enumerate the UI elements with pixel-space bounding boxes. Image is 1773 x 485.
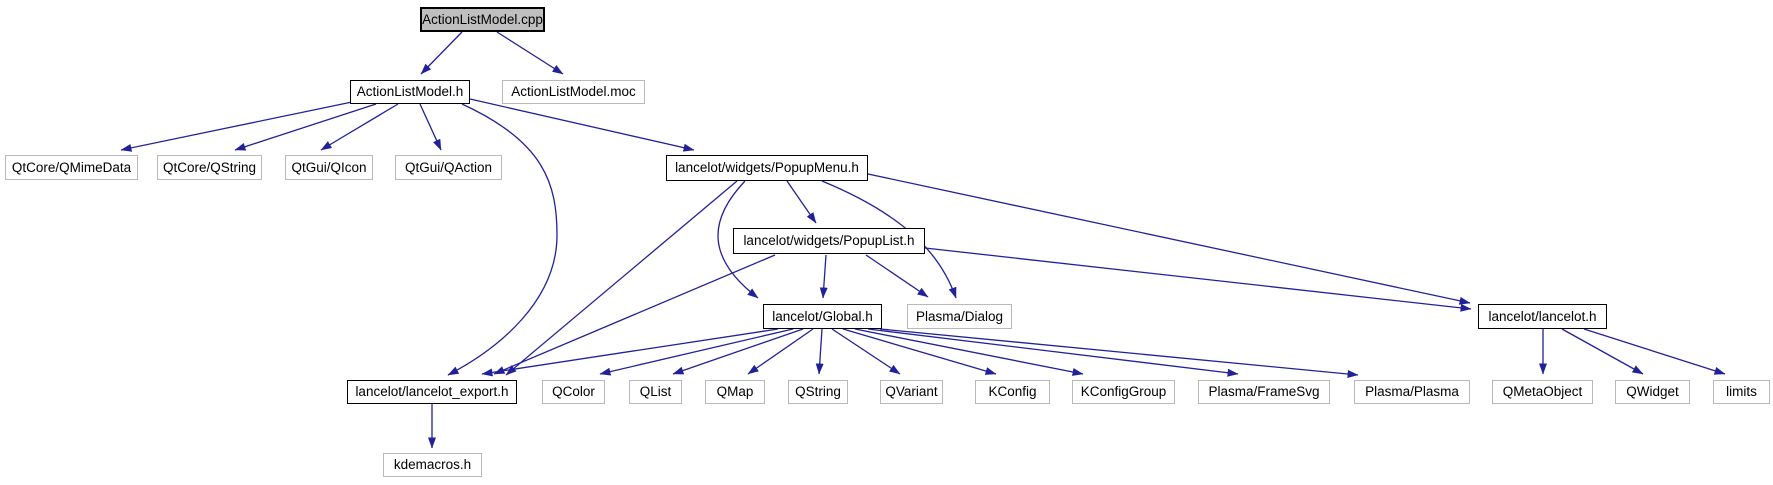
node-export[interactable]: lancelot/lancelot_export.h: [347, 380, 517, 404]
edge-lanceloth-to-limits: [1583, 328, 1726, 375]
node-qicon: QtGui/QIcon: [285, 155, 373, 180]
node-qstringcore: QtCore/QString: [157, 155, 262, 180]
node-framesvg: Plasma/FrameSvg: [1198, 380, 1330, 404]
edge-global-to-kconfiggroup: [854, 328, 1084, 376]
node-global[interactable]: lancelot/Global.h: [763, 304, 882, 329]
edge-cpp-to-h: [420, 31, 463, 75]
node-kdemacros: kdemacros.h: [383, 453, 482, 477]
node-popupmenu[interactable]: lancelot/widgets/PopupMenu.h: [666, 155, 868, 181]
edge-popuplist-to-export: [493, 254, 776, 375]
edge-global-to-framesvg: [867, 328, 1239, 377]
node-qwidget: QWidget: [1615, 380, 1690, 404]
node-plasmaplasma: Plasma/Plasma: [1354, 380, 1470, 404]
node-qmetaobject: QMetaObject: [1492, 380, 1593, 404]
edge-lanceloth-to-qwidget: [1561, 328, 1644, 375]
edge-cpp-to-moc: [496, 31, 564, 75]
node-qstring: QString: [788, 380, 848, 404]
edge-global-to-qlist: [672, 328, 804, 375]
edge-h-to-qicon: [320, 103, 399, 151]
node-qmimedata: QtCore/QMimeData: [5, 155, 138, 180]
edge-global-to-kconfig: [842, 328, 997, 375]
edge-global-to-qvariant: [831, 328, 901, 375]
edge-h-to-qaction: [419, 103, 442, 151]
edge-popupmenu-to-global: [717, 180, 759, 299]
node-qmap: QMap: [705, 380, 765, 404]
edge-popupmenu-to-export: [505, 180, 738, 376]
node-qaction: QtGui/QAction: [395, 155, 502, 180]
node-limits: limits: [1713, 380, 1770, 404]
edge-h-to-qmimedata: [120, 101, 353, 152]
edge-global-to-qmap: [747, 328, 814, 375]
node-kconfig: KConfig: [975, 380, 1050, 404]
node-dialog: Plasma/Dialog: [907, 304, 1012, 329]
node-cpp: ActionListModel.cpp: [420, 7, 545, 32]
node-h[interactable]: ActionListModel.h: [350, 80, 470, 104]
edge-h-to-export: [447, 103, 558, 376]
edge-global-to-qcolor: [599, 328, 794, 376]
node-popuplist[interactable]: lancelot/widgets/PopupList.h: [733, 228, 925, 254]
node-qcolor: QColor: [542, 380, 605, 404]
node-moc: ActionListModel.moc: [502, 80, 645, 104]
edge-h-to-popupmenu: [469, 98, 695, 152]
edge-global-to-plasmaplasma: [879, 328, 1359, 378]
node-qlist: QList: [629, 380, 682, 404]
edge-global-to-qstring: [815, 328, 824, 375]
edge-h-to-qstringcore: [234, 103, 377, 151]
edge-popupmenu-to-popuplist: [786, 180, 817, 224]
edge-popuplist-to-dialog: [865, 254, 929, 298]
edge-global-to-export: [481, 328, 779, 377]
node-kconfiggroup: KConfigGroup: [1072, 380, 1175, 404]
edge-popuplist-to-global: [819, 254, 828, 299]
edge-popuplist-to-lanceloth: [924, 247, 1472, 312]
edge-popupmenu-to-lanceloth: [867, 173, 1471, 305]
node-lanceloth[interactable]: lancelot/lancelot.h: [1478, 304, 1607, 329]
node-qvariant: QVariant: [880, 380, 943, 404]
